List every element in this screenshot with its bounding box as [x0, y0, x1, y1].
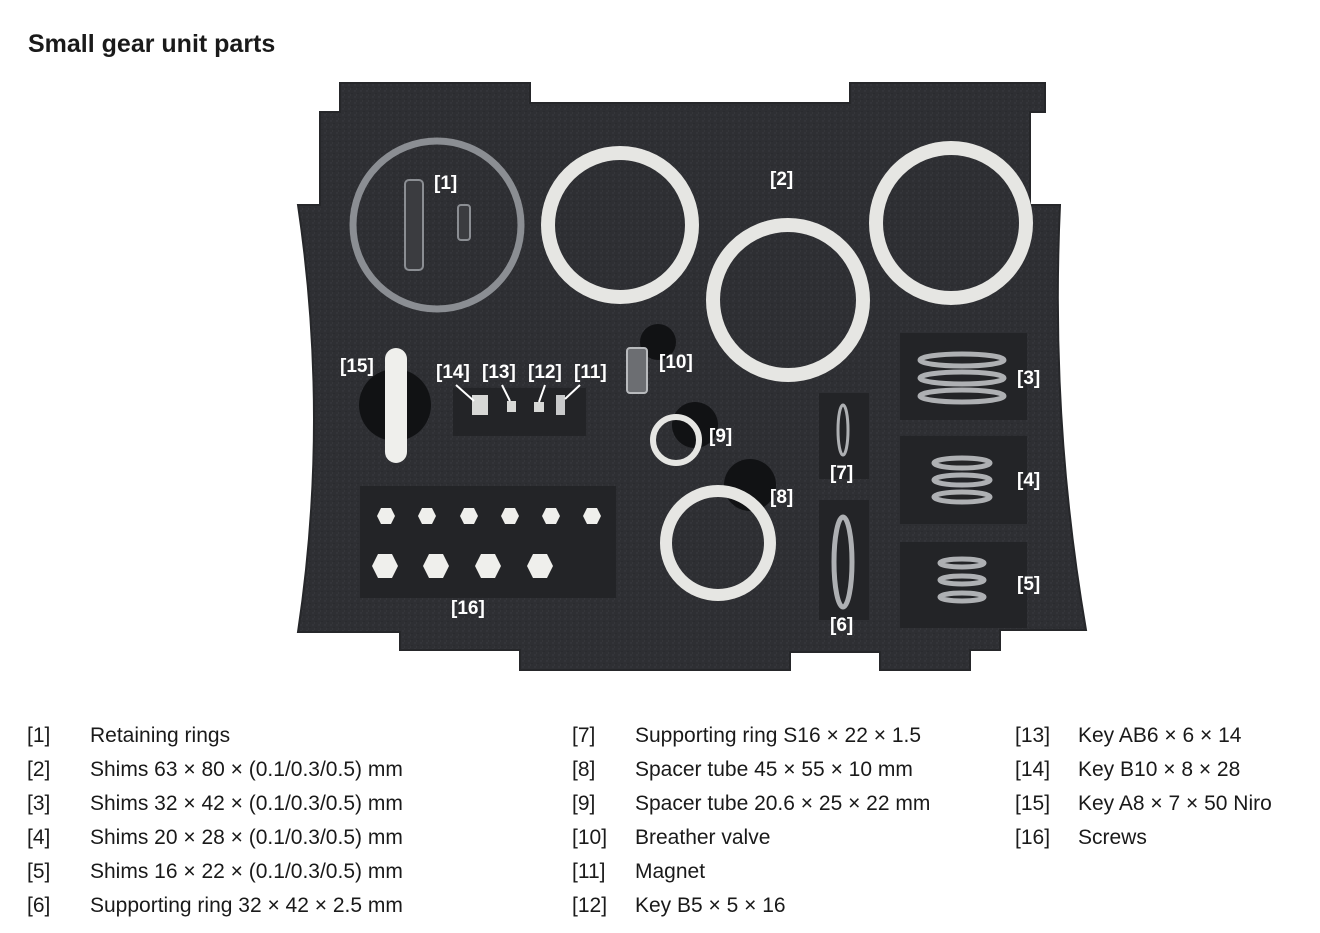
legend-item: [9] Spacer tube 20.6 × 25 × 22 mm: [572, 790, 930, 824]
legend-item: [12] Key B5 × 5 × 16: [572, 892, 930, 926]
label-12: [12]: [528, 362, 562, 383]
legend-column-3: [13] Key AB6 × 6 × 14 [14] Key B10 × 8 × 2…: [1015, 722, 1272, 858]
label-14: [14]: [436, 362, 470, 383]
legend-item: [10] Breather valve: [572, 824, 930, 858]
legend-column-2: [7] Supporting ring S16 × 22 × 1.5 [8] Spa…: [572, 722, 930, 926]
label-16: [16]: [451, 598, 485, 619]
label-2: [2]: [770, 169, 794, 190]
label-10: [10]: [659, 352, 693, 373]
pocket-screws: [360, 486, 616, 598]
legend-number: [13]: [1015, 724, 1051, 747]
legend-item: [8] Spacer tube 45 × 55 × 10 mm: [572, 756, 930, 790]
label-4: [4]: [1017, 470, 1041, 491]
legend-item: [5] Shims 16 × 22 × (0.1/0.3/0.5) mm: [27, 858, 403, 892]
legend-text: Breather valve: [635, 826, 771, 849]
legend-item: [6] Supporting ring 32 × 42 × 2.5 mm: [27, 892, 403, 926]
legend-number: [15]: [1015, 792, 1051, 815]
legend-number: [14]: [1015, 758, 1051, 781]
legend-text: Shims 32 × 42 × (0.1/0.3/0.5) mm: [90, 792, 403, 815]
shim-large-2: [706, 218, 870, 382]
label-13: [13]: [482, 362, 516, 383]
legend-item: [4] Shims 20 × 28 × (0.1/0.3/0.5) mm: [27, 824, 403, 858]
label-15: [15]: [340, 356, 374, 377]
magnet: [556, 395, 565, 415]
legend-number: [4]: [27, 826, 51, 849]
key-ab6: [507, 401, 516, 412]
legend-text: Key A8 × 7 × 50 Niro: [1078, 792, 1272, 815]
legend-item: [1] Retaining rings: [27, 722, 403, 756]
label-11: [11]: [574, 362, 607, 383]
foam-insert-illustration: [296, 82, 1088, 671]
legend-number: [1]: [27, 724, 51, 747]
legend-item: [2] Shims 63 × 80 × (0.1/0.3/0.5) mm: [27, 756, 403, 790]
key-b5: [534, 402, 544, 412]
legend-text: Supporting ring 32 × 42 × 2.5 mm: [90, 894, 403, 917]
label-7: [7]: [830, 463, 854, 484]
legend-text: Key B10 × 8 × 28: [1078, 758, 1241, 781]
legend-text: Shims 16 × 22 × (0.1/0.3/0.5) mm: [90, 860, 403, 883]
legend-number: [12]: [572, 894, 608, 917]
legend-text: Key B5 × 5 × 16: [635, 894, 786, 917]
legend-item: [15] Key A8 × 7 × 50 Niro: [1015, 790, 1272, 824]
legend-number: [16]: [1015, 826, 1051, 849]
legend-item: [7] Supporting ring S16 × 22 × 1.5: [572, 722, 930, 756]
page-title: Small gear unit parts: [28, 30, 276, 58]
retaining-ring-large: [349, 137, 525, 313]
legend-number: [3]: [27, 792, 51, 815]
legend-text: Screws: [1078, 826, 1147, 849]
key-b10: [472, 395, 488, 415]
spacer-tube-45: [660, 485, 776, 601]
legend-number: [7]: [572, 724, 596, 747]
label-1: [1]: [434, 173, 458, 194]
label-9: [9]: [709, 426, 733, 447]
legend-item: [14] Key B10 × 8 × 28: [1015, 756, 1272, 790]
retaining-ring-stack: [404, 179, 424, 271]
legend-column-1: [1] Retaining rings [2] Shims 63 × 80 × (0…: [27, 722, 403, 926]
legend-text: Supporting ring S16 × 22 × 1.5: [635, 724, 922, 747]
label-6: [6]: [830, 615, 854, 636]
shim-large-1: [541, 146, 699, 304]
legend-item: [3] Shims 32 × 42 × (0.1/0.3/0.5) mm: [27, 790, 403, 824]
legend-number: [5]: [27, 860, 51, 883]
retaining-ring-small: [457, 204, 471, 241]
spacer-tube-20: [650, 414, 702, 466]
key-a8-niro: [385, 348, 407, 463]
legend-number: [2]: [27, 758, 51, 781]
label-5: [5]: [1017, 574, 1041, 595]
shim-large-3: [869, 141, 1033, 305]
legend-text: Retaining rings: [90, 724, 231, 747]
pocket-shims-20: [900, 436, 1027, 524]
legend-item: [16] Screws: [1015, 824, 1272, 858]
legend-text: Spacer tube 45 × 55 × 10 mm: [635, 758, 913, 781]
legend-text: Shims 63 × 80 × (0.1/0.3/0.5) mm: [90, 758, 403, 781]
legend-number: [8]: [572, 758, 596, 781]
legend-text: Key AB6 × 6 × 14: [1078, 724, 1242, 747]
legend-number: [9]: [572, 792, 596, 815]
legend-number: [10]: [572, 826, 608, 849]
breather-valve: [626, 347, 648, 394]
legend-text: Magnet: [635, 860, 706, 883]
label-3: [3]: [1017, 368, 1041, 389]
legend-text: Spacer tube 20.6 × 25 × 22 mm: [635, 792, 931, 815]
legend-item: [11] Magnet: [572, 858, 930, 892]
label-8: [8]: [770, 487, 794, 508]
legend-text: Shims 20 × 28 × (0.1/0.3/0.5) mm: [90, 826, 403, 849]
legend-number: [6]: [27, 894, 51, 917]
legend-item: [13] Key AB6 × 6 × 14: [1015, 722, 1272, 756]
parts-photo: [1] [2] [3] [4] [5] [6] [7] [8] [9] [10]…: [296, 82, 1088, 671]
legend-number: [11]: [572, 860, 606, 883]
